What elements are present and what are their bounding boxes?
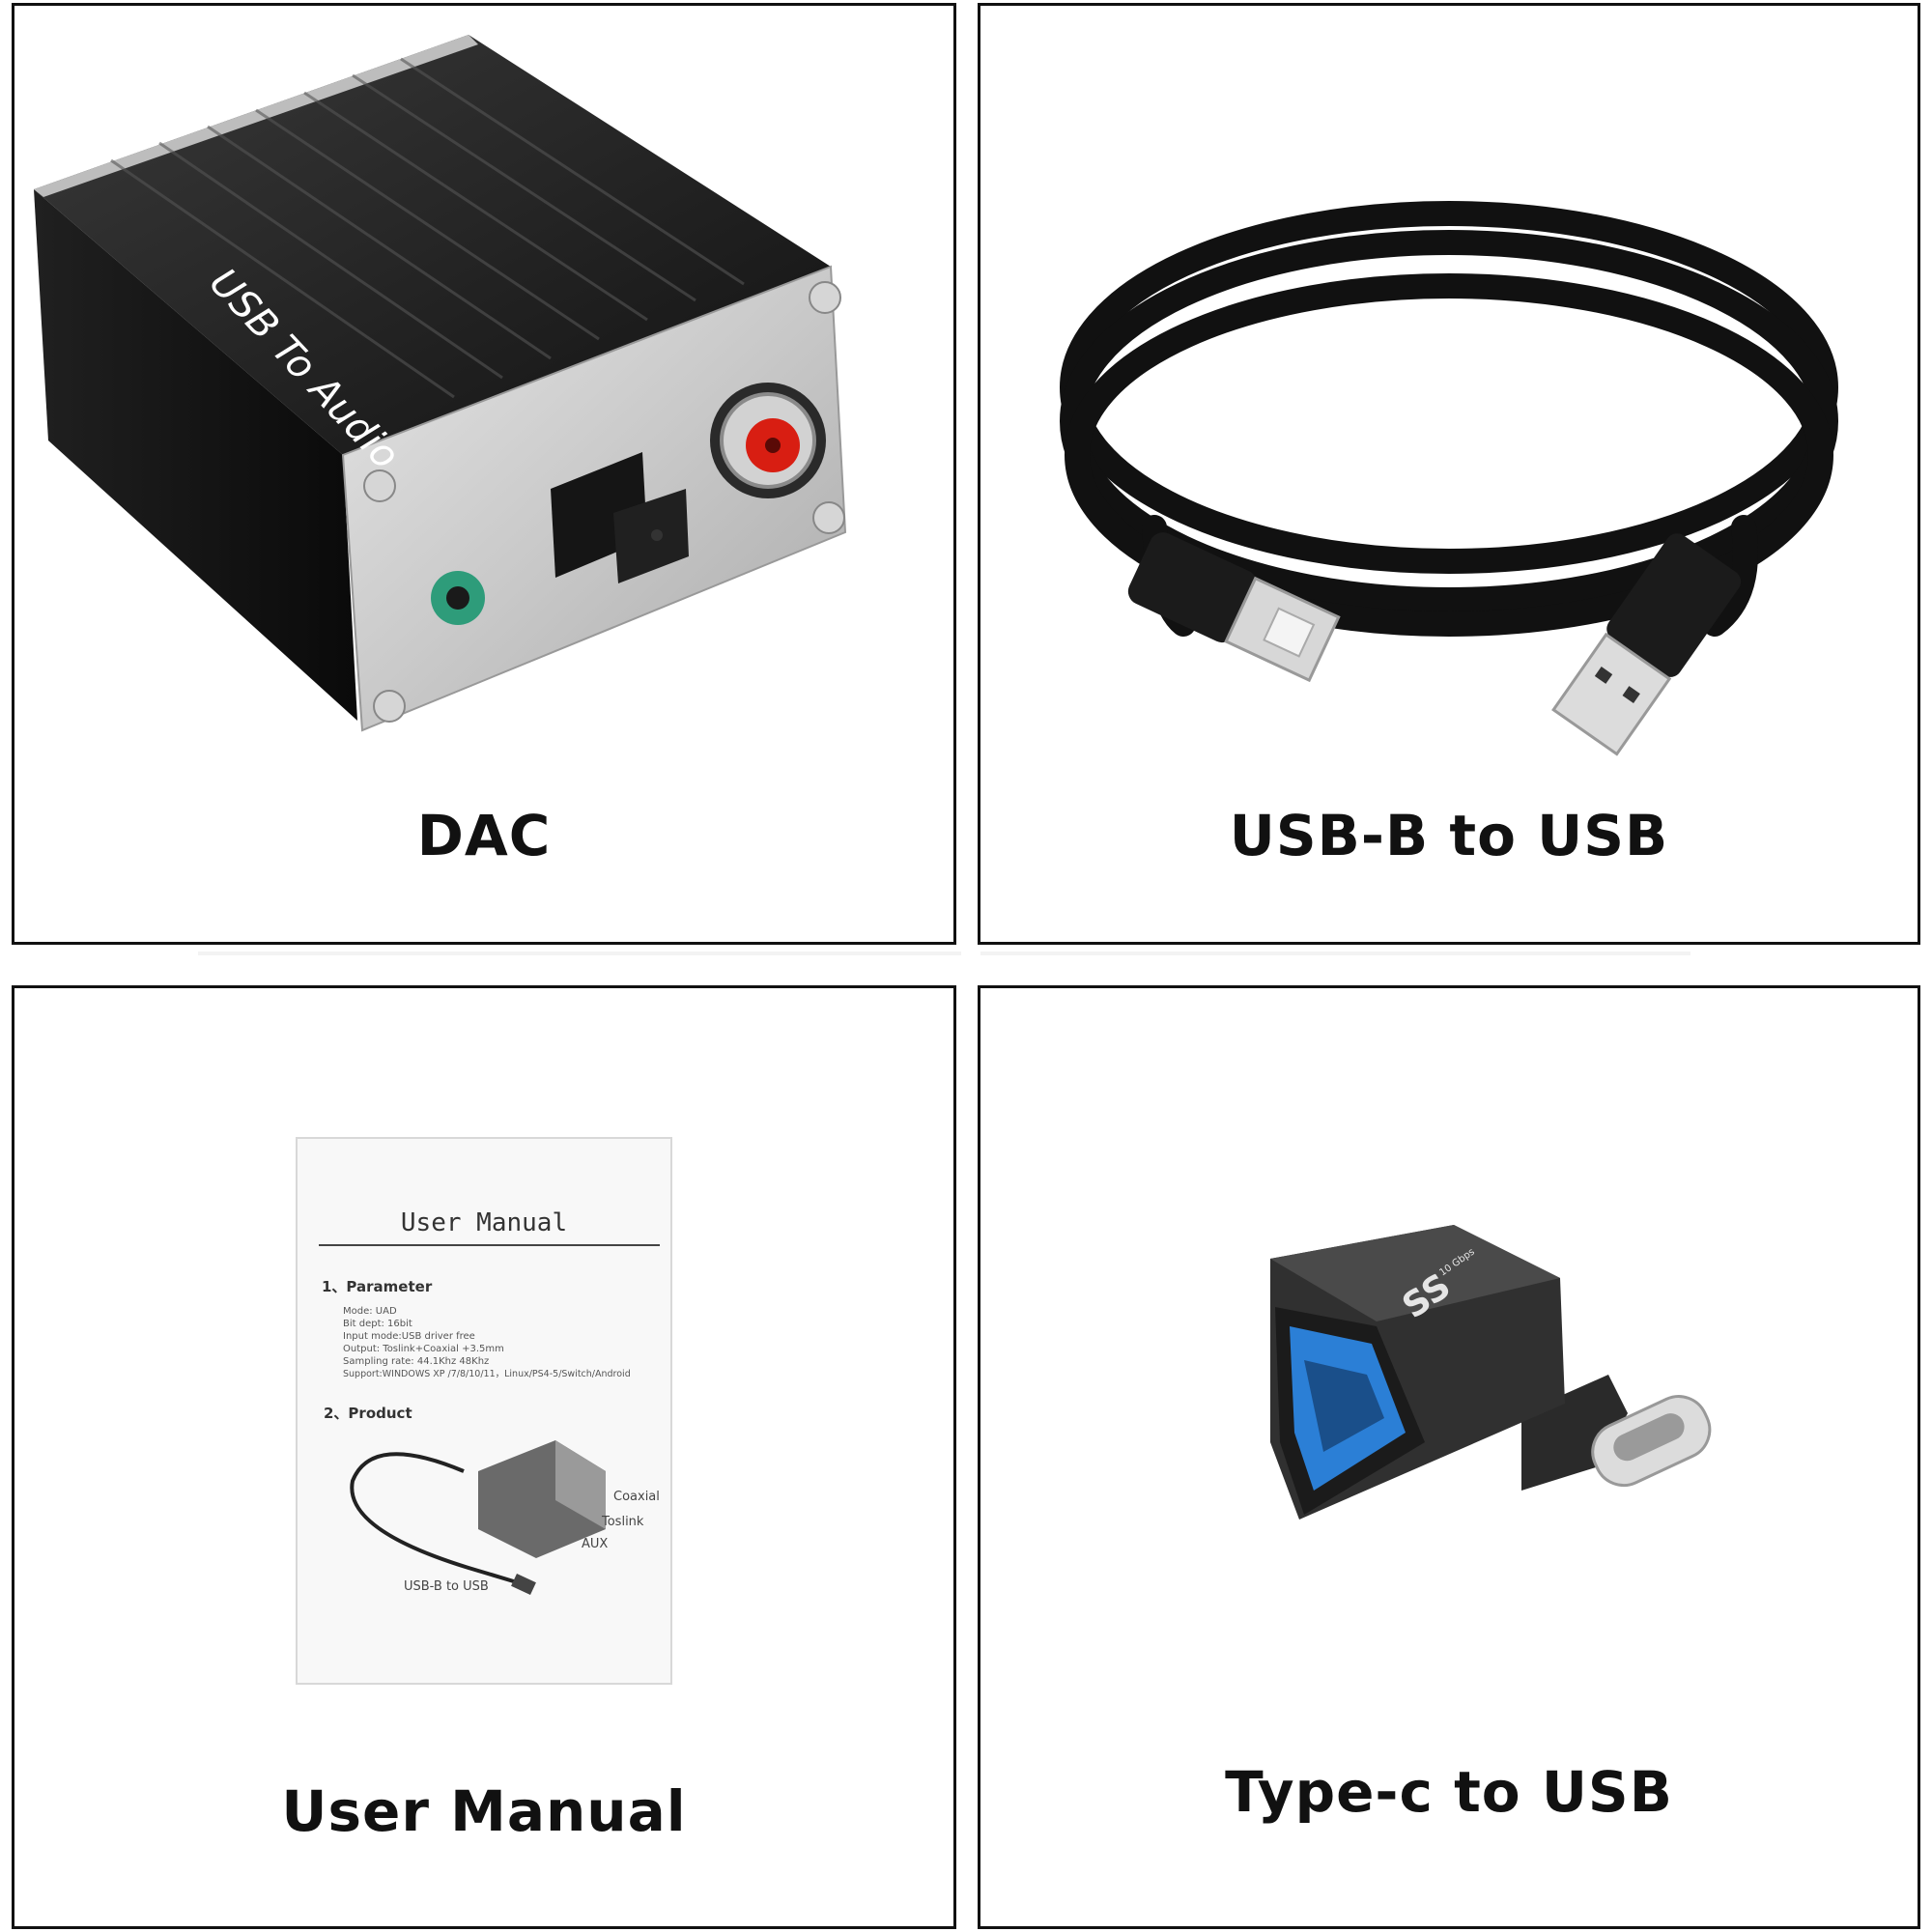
panel-adapter: SS 10 Gbps Type-c to USB [978,985,1920,1929]
dac-image: USB To Audio [34,35,847,732]
panel-cable: USB-B to USB [978,3,1920,945]
diagram-label-toslink: Toslink [601,1515,644,1529]
param-output: Output: Toslink+Coaxial +3.5mm [343,1344,504,1354]
divider-left [198,952,961,955]
panel-dac: USB To Audio DAC [12,3,956,945]
toslink-port-icon [551,452,689,583]
param-support: Support:WINDOWS XP /7/8/10/11，Linux/PS4-… [343,1369,631,1379]
booklet-section2: 2、Product [324,1405,412,1422]
caption-cable: USB-B to USB [1229,803,1669,868]
divider-right [980,952,1690,955]
param-bitdepth: Bit dept: 16bit [343,1319,412,1329]
aux-jack-icon [431,571,485,625]
booklet-section1: 1、Parameter [322,1278,433,1295]
diagram-label-aux: AUX [582,1537,608,1551]
diagram-label-cable: USB-B to USB [404,1579,489,1594]
screw-icons [363,281,845,723]
booklet-title: User Manual [401,1208,567,1237]
usb-a-connector-icon [1551,533,1742,756]
usb-a-socket-icon [1275,1307,1425,1515]
panel-manual: User Manual 1、Parameter Mode: UAD Bit de… [12,985,956,1929]
param-input: Input mode:USB driver free [343,1331,475,1342]
rca-coaxial-icon [710,383,826,498]
booklet-product-diagram [350,1440,606,1595]
type-c-adapter-image: SS 10 Gbps [1270,1225,1712,1520]
user-manual-image: User Manual 1、Parameter Mode: UAD Bit de… [296,1137,672,1685]
caption-manual: User Manual [281,1778,687,1844]
diagram-label-coaxial: Coaxial [613,1490,660,1504]
param-sampling: Sampling rate: 44.1Khz 48Khz [343,1356,489,1367]
param-mode: Mode: UAD [343,1306,397,1317]
caption-dac: DAC [416,803,552,868]
usb-b-cable-image [1060,201,1838,756]
caption-adapter: Type-c to USB [1225,1759,1673,1825]
usb-b-connector-icon [1127,532,1341,683]
